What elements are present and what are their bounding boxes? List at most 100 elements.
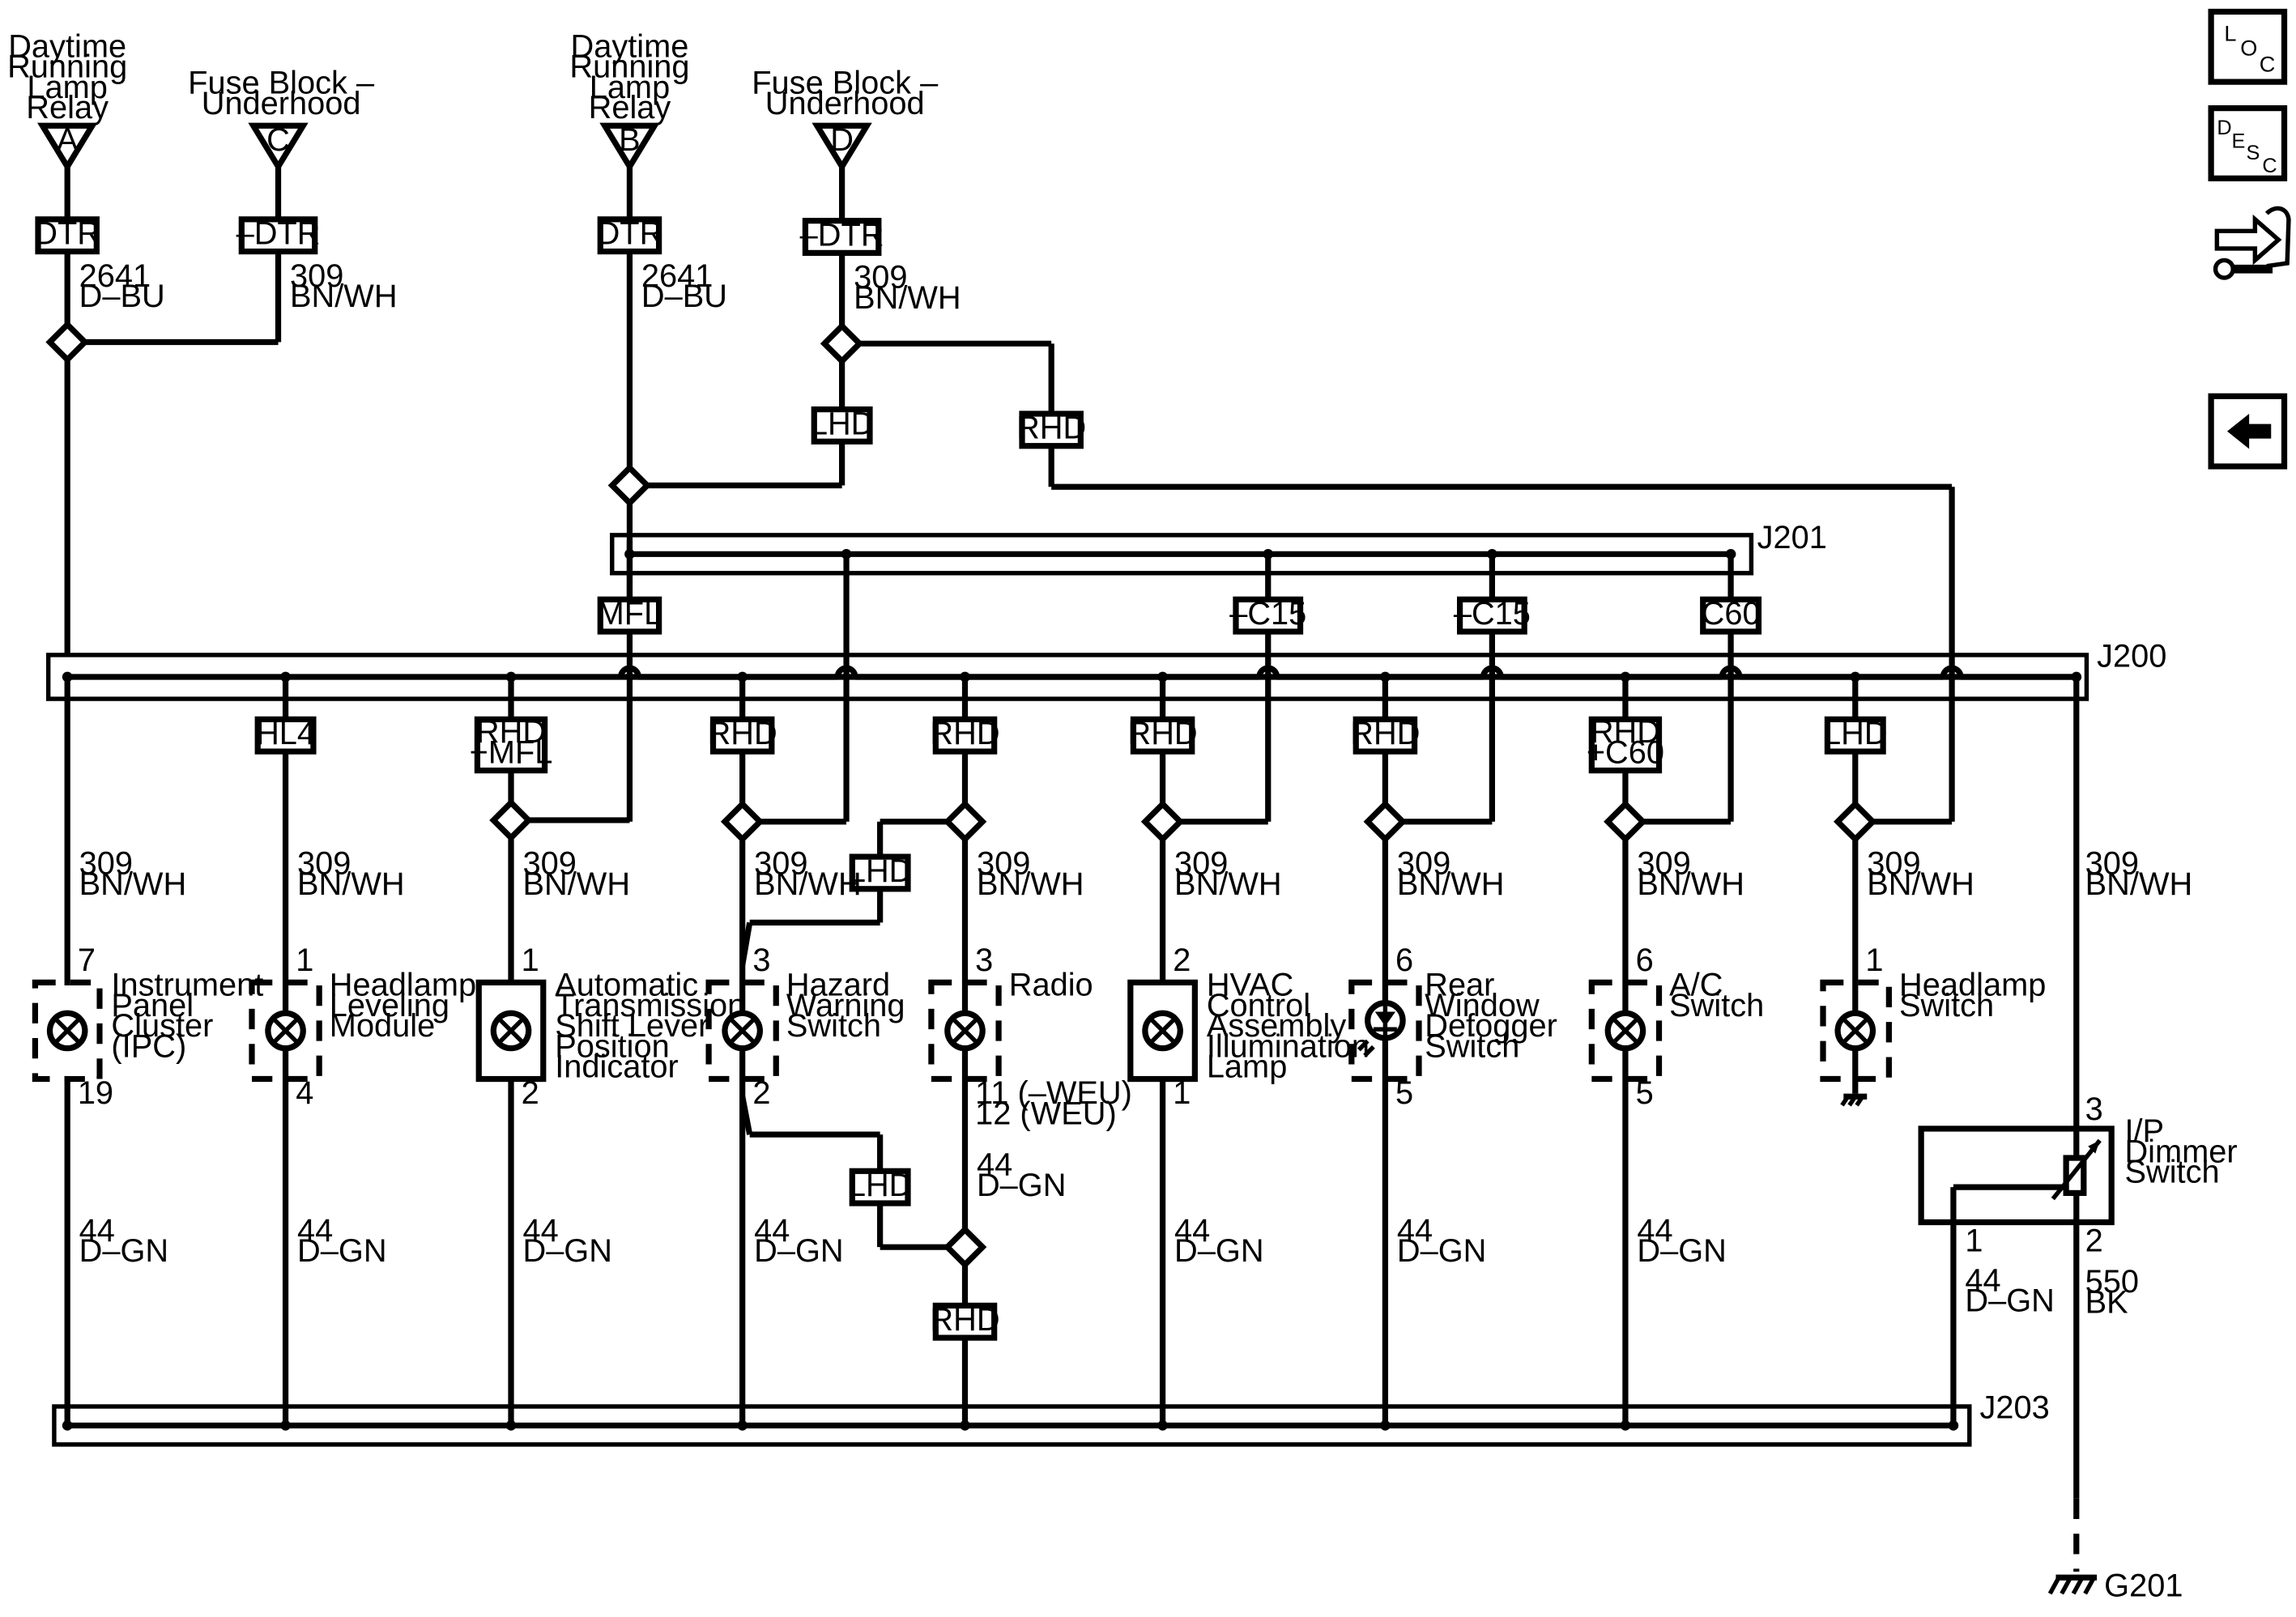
wire-color: D–BU xyxy=(641,279,727,314)
pin-label: 1 xyxy=(1865,943,1883,978)
component-name-line: Cluster xyxy=(111,1008,213,1044)
component-name-line: Instrument xyxy=(111,968,263,1003)
desc-button[interactable]: D E S C xyxy=(2208,105,2288,181)
wire-color: BK xyxy=(2085,1284,2129,1320)
desc-letter: D xyxy=(2217,117,2231,139)
tag-not-c15 xyxy=(1233,596,1304,635)
pin-label: 6 xyxy=(1636,943,1654,978)
wire-color: D–GN xyxy=(522,1233,612,1269)
component-name-line: (IPC) xyxy=(111,1028,186,1064)
wire-color: BN/WH xyxy=(1397,866,1505,902)
wire-number: 44 xyxy=(1637,1213,1672,1249)
component-name-line: Position xyxy=(555,1028,670,1064)
tag-label: RHD xyxy=(1591,714,1660,750)
ip-dimmer-switch: 3 1 2 I/P Dimmer Switch 550 BK xyxy=(1918,1091,2238,1572)
tag-lhd xyxy=(1824,716,1886,755)
component-name-line: Automatic xyxy=(555,968,698,1003)
splice-diamond xyxy=(1833,799,1877,844)
wire-number: 44 xyxy=(522,1213,558,1249)
tag-lhd xyxy=(849,853,911,892)
tag-label: DTR xyxy=(34,216,100,252)
desc-letter: S xyxy=(2247,142,2260,164)
tag-label-suffix: +C60 xyxy=(1587,735,1664,771)
splice-diamond xyxy=(489,798,533,842)
top-wire-labels: 2641 D–BU 309 BN/WH 2641 D–BU 309 BN/WH xyxy=(79,258,961,316)
tag-rhd-c60 xyxy=(1588,716,1663,774)
tag-label: LHD xyxy=(1823,716,1888,751)
loc-letter: C xyxy=(2260,51,2276,76)
desc-letter: C xyxy=(2262,155,2277,177)
wire-color: BN/WH xyxy=(1637,866,1744,902)
component-name-line: Control xyxy=(1207,988,1310,1023)
wire-labels-44: 44D–GN 44D–GN 44D–GN 44D–GN 44D–GN 44D–G… xyxy=(79,1147,2055,1319)
connector-triangle-d xyxy=(811,122,872,172)
pin-label: 1 xyxy=(296,943,313,978)
component-name-line: A/C xyxy=(1669,968,1723,1003)
wire-number: 309 xyxy=(2085,846,2139,882)
tag-hl4 xyxy=(254,716,317,755)
wire-number: 2641 xyxy=(641,258,713,294)
loc-button[interactable]: L O C xyxy=(2208,8,2288,85)
wire-color: D–GN xyxy=(754,1233,844,1269)
tag-label: RHD xyxy=(1016,411,1086,446)
component-name-line: Module xyxy=(330,1008,435,1044)
component-name-line: Switch xyxy=(1669,988,1764,1023)
component-name-line: Switch xyxy=(1425,1028,1519,1064)
wire-number: 309 xyxy=(1174,846,1228,882)
component-name-line: Indicator xyxy=(555,1049,679,1085)
tag-label: –C15 xyxy=(1229,596,1306,632)
component-name-line: Headlamp xyxy=(330,968,476,1003)
load-radio: 3 11 (–WEU) 12 (WEU) Radio xyxy=(928,943,1132,1132)
wire-number: 550 xyxy=(2085,1264,2139,1300)
wire-color: BN/WH xyxy=(854,280,961,316)
wire-color: D–GN xyxy=(1174,1233,1264,1269)
connector-pin-label: C xyxy=(266,122,290,158)
splice-diamond xyxy=(607,463,652,508)
j200-label: J200 xyxy=(2097,638,2166,674)
splice-pack-j203: J203 xyxy=(52,1389,2050,1447)
tag-dtr xyxy=(597,216,662,255)
tag-label: RHD xyxy=(1350,716,1420,751)
tag-c60 xyxy=(1700,596,1762,635)
wire-number: 2641 xyxy=(79,258,151,294)
load-rear-window-defogger-switch: 6 5 Rear Window Defogger Switch xyxy=(1348,943,1557,1111)
top-tags: DTR –DTR DTR –DTR LHD RHD xyxy=(34,216,1086,449)
wire-color: BN/WH xyxy=(977,866,1084,902)
wire-number: 309 xyxy=(977,846,1030,882)
connector-pin-label: A xyxy=(57,122,79,158)
j201-label: J201 xyxy=(1757,520,1827,555)
wire-number: 309 xyxy=(854,260,907,296)
tag-label: RHD xyxy=(930,716,999,751)
pin-label: 3 xyxy=(975,943,993,978)
source-title-line: Fuse Block – xyxy=(752,66,939,101)
source-title-line: Running xyxy=(7,49,127,85)
pin-label: 12 (WEU) xyxy=(975,1096,1117,1132)
splice-diamond xyxy=(943,799,987,844)
load-shift-lever-position-indicator: 1 2 Automatic Transmission Shift Lever P… xyxy=(475,943,745,1111)
wire-color: BN/WH xyxy=(2085,866,2193,902)
component-name-line: Window xyxy=(1425,988,1540,1023)
loc-letter: O xyxy=(2240,36,2257,61)
wire-color: BN/WH xyxy=(79,866,187,902)
branch-splices xyxy=(489,798,1877,1269)
wire-number: 44 xyxy=(79,1213,115,1249)
wire-color: BN/WH xyxy=(1867,866,1974,902)
tag-label: RHD xyxy=(1127,716,1197,751)
back-arrow-button[interactable] xyxy=(2208,393,2288,470)
tag-label: MFL xyxy=(598,596,662,632)
branch-wiring xyxy=(64,676,2080,1426)
connector-triangle-b xyxy=(599,122,660,172)
wire-number: 44 xyxy=(1965,1262,2000,1298)
splice-diamond xyxy=(720,799,765,844)
branch-tags: HL4 RHD +MFL RHD RHD RHD RHD RHD +C60 LH… xyxy=(254,714,1888,1341)
wire-color: D–GN xyxy=(977,1168,1067,1203)
connector-tools-icon[interactable] xyxy=(2213,206,2291,280)
component-name-line: Dimmer xyxy=(2124,1134,2237,1169)
load-hazard-warning-switch: 3 2 Hazard Warning Switch xyxy=(705,943,905,1111)
load-headlamp-switch: 1 Headlamp Switch xyxy=(1820,943,2046,1107)
tag-label: LHD xyxy=(848,1168,913,1203)
wire-number: 309 xyxy=(79,846,133,882)
top-splices xyxy=(45,320,864,508)
source-daytime-running-lamp-relay-b: Daytime Running Lamp Relay B xyxy=(569,28,690,172)
connector-triangle-a xyxy=(37,122,98,172)
